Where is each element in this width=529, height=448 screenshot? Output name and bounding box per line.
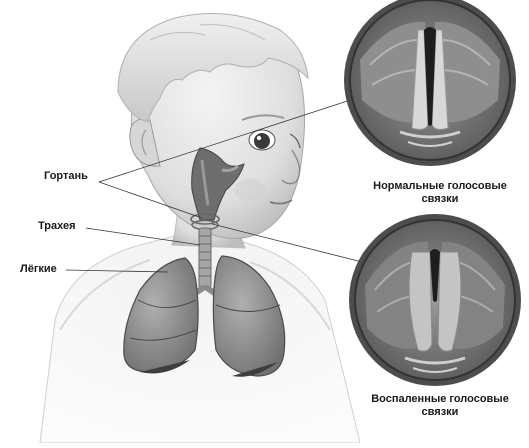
label-lungs: Лёгкие xyxy=(20,263,57,276)
caption-normal-line2: связки xyxy=(354,193,526,206)
caption-normal: Нормальные голосовые связки xyxy=(354,180,526,206)
normal-vocal-cords-view xyxy=(344,0,516,166)
caption-inflamed: Воспаленные голосовые связки xyxy=(352,393,528,419)
caption-inflamed-line1: Воспаленные голосовые xyxy=(352,393,528,406)
inflamed-vocal-cords-view xyxy=(349,214,521,386)
label-larynx: Гортань xyxy=(44,170,88,183)
caption-inflamed-line2: связки xyxy=(352,406,528,419)
label-trachea: Трахея xyxy=(38,220,76,233)
caption-normal-line1: Нормальные голосовые xyxy=(354,180,526,193)
